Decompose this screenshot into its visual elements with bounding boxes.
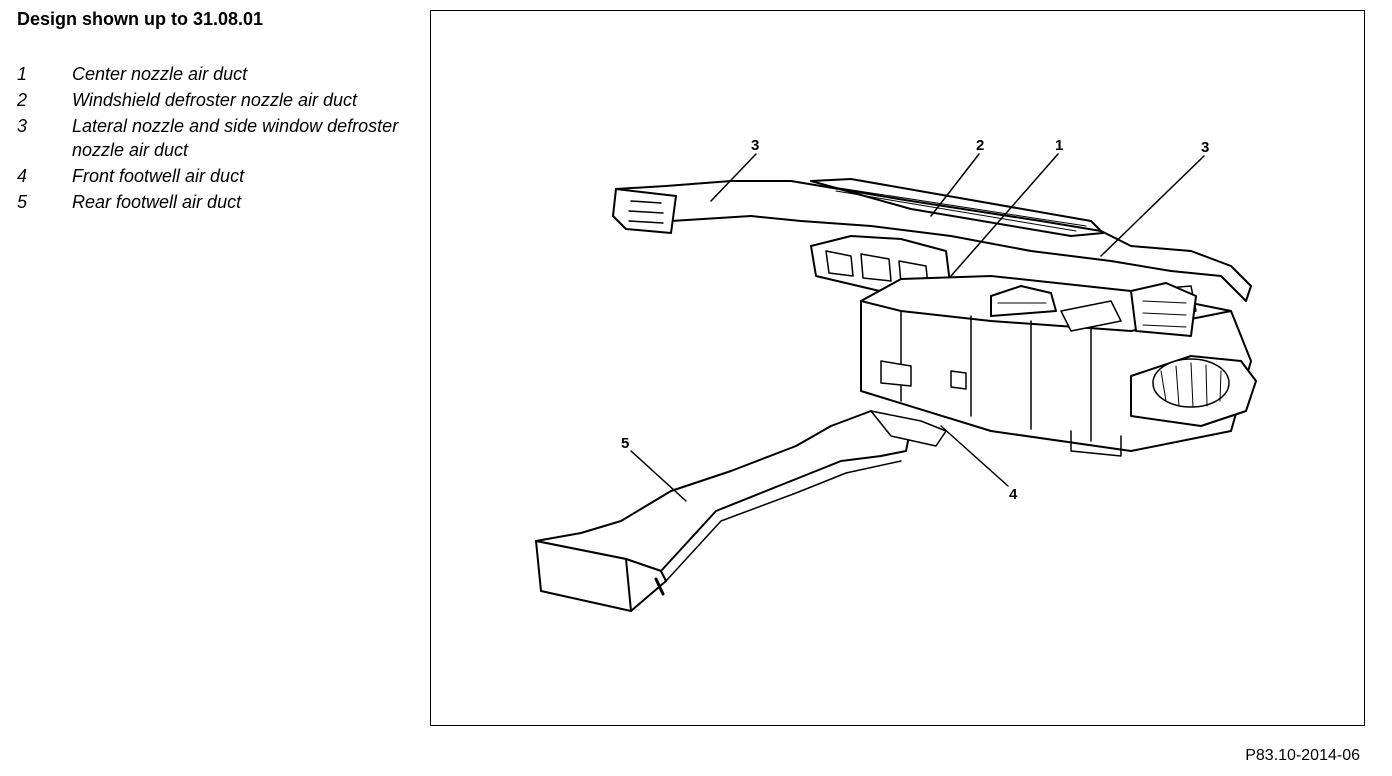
- rear-footwell-duct: [535, 410, 912, 612]
- diagram-title: Design shown up to 31.08.01: [17, 9, 264, 29]
- right-vent: [1130, 282, 1197, 337]
- callout-3-right: 3: [1201, 139, 1209, 156]
- legend-number: 5: [17, 192, 28, 212]
- legend-text: Rear footwell air duct: [72, 192, 242, 212]
- leader-lines: [630, 153, 1205, 502]
- instrument-panel-duct: [612, 178, 1252, 302]
- figure-id: P83.10-2014-06: [1245, 747, 1360, 764]
- legend-list: 1 Center nozzle air duct 2 Windshield de…: [17, 62, 422, 216]
- legend-text: Front footwell air duct: [72, 166, 245, 186]
- callout-5: 5: [621, 435, 629, 452]
- diagram-frame: 3 2 1 3 4 5: [430, 10, 1365, 726]
- air-duct-illustration: 3 2 1 3 4 5: [535, 137, 1257, 612]
- blower-housing: [1130, 355, 1257, 427]
- legend-text: Center nozzle air duct: [72, 64, 248, 84]
- callout-3-left: 3: [751, 137, 759, 154]
- legend-number: 1: [17, 64, 28, 84]
- callout-2: 2: [976, 137, 984, 154]
- legend-text: Lateral nozzle and side window defroster…: [72, 116, 399, 160]
- legend-item: 3 Lateral nozzle and side window defrost…: [17, 114, 422, 162]
- callout-1: 1: [1055, 137, 1063, 154]
- callout-4: 4: [1009, 486, 1018, 503]
- legend-text: Windshield defroster nozzle air duct: [72, 90, 357, 110]
- legend-item: 1 Center nozzle air duct: [17, 62, 422, 86]
- front-footwell-outlet: [870, 410, 947, 447]
- legend-number: 2: [17, 90, 28, 110]
- legend-number: 4: [17, 166, 28, 186]
- legend-item: 5 Rear footwell air duct: [17, 190, 422, 214]
- legend-item: 4 Front footwell air duct: [17, 164, 422, 188]
- legend-number: 3: [17, 116, 28, 136]
- legend-item: 2 Windshield defroster nozzle air duct: [17, 88, 422, 112]
